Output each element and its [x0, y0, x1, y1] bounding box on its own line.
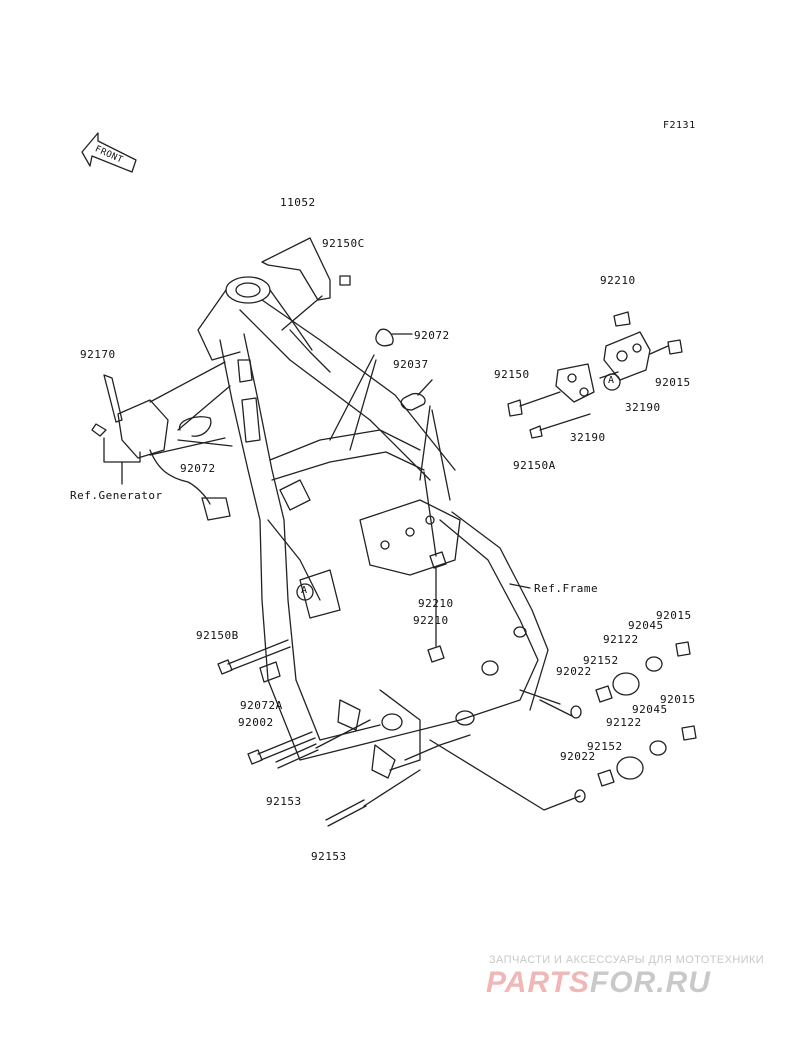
part-label-92210-low: 92210 [413, 614, 449, 627]
part-label-92072-left: 92072 [180, 462, 216, 475]
bush-92122-upper [612, 672, 640, 696]
cdi-unit [117, 399, 169, 459]
watermark-tagline: ЗАПЧАСТИ И АКСЕССУАРЫ ДЛЯ МОТОТЕХНИКИ [489, 954, 765, 966]
band-92072-top [375, 328, 394, 347]
nut-92210-upper [429, 551, 447, 569]
collar-92152-upper [595, 685, 613, 703]
part-label-92022-a: 92022 [556, 665, 592, 678]
part-label-32190-right: 32190 [625, 401, 661, 414]
part-label-92072-top: 92072 [414, 329, 450, 342]
nut-92015-lower [681, 725, 697, 741]
ref-generator-label: Ref.Generator [70, 489, 163, 502]
part-label-32190-left: 32190 [570, 431, 606, 444]
strap-92170 [103, 374, 123, 423]
bolt-92153-upper [275, 743, 319, 769]
figure-code: F2131 [663, 120, 696, 131]
part-label-92150: 92150 [494, 368, 530, 381]
clamp-92037 [400, 392, 426, 411]
callout-a-right [603, 373, 621, 391]
watermark-logo-for: FOR.RU [589, 966, 711, 999]
connector [201, 497, 231, 521]
collar-92072A [259, 661, 281, 683]
part-label-92210-top: 92210 [600, 274, 636, 287]
nut-92015-upper [675, 641, 691, 657]
bolt-92002 [247, 731, 316, 765]
ref-frame-label: Ref.Frame [534, 582, 599, 595]
band-92072-left [179, 416, 212, 437]
part-label-92122-a: 92122 [603, 633, 639, 646]
bearing-92045-upper [645, 656, 663, 672]
bolt-92153-lower [325, 799, 367, 827]
part-label-92170: 92170 [80, 348, 116, 361]
watermark-logo-parts: PARTS [486, 966, 590, 999]
part-label-92045-a: 92045 [628, 619, 664, 632]
part-label-92150A: 92150A [513, 459, 556, 472]
callout-a-left [296, 583, 314, 601]
part-label-92150C: 92150C [322, 237, 365, 250]
bush-92122-lower [616, 756, 644, 780]
part-label-92002: 92002 [238, 716, 274, 729]
callout-a-left-label: A [301, 585, 308, 596]
bearing-92045-lower [649, 740, 667, 756]
part-label-92015-b: 92015 [660, 693, 696, 706]
part-label-92122-b: 92122 [606, 716, 642, 729]
washer-92022-lower [574, 789, 586, 803]
washer-92022-upper [570, 705, 582, 719]
watermark-logo: PARTSFOR.RU [486, 966, 711, 1000]
part-label-92152-a: 92152 [583, 654, 619, 667]
bolt-92150C [339, 275, 351, 286]
bracket-32190-upper [603, 331, 651, 381]
nut-92210-lower [427, 645, 445, 663]
part-label-92210-mid: 92210 [418, 597, 454, 610]
bolt-92150B [217, 639, 291, 675]
part-label-92022-b: 92022 [560, 750, 596, 763]
front-direction-arrow-icon [81, 132, 137, 173]
bracket-11052 [261, 237, 331, 301]
bracket-32190-lower [555, 363, 595, 403]
part-label-92015-top: 92015 [655, 376, 691, 389]
frame-drawing [197, 276, 549, 779]
callout-a-right-label: A [608, 375, 615, 386]
collar-92152-lower [597, 769, 615, 787]
part-label-92037: 92037 [393, 358, 429, 371]
part-label-11052: 11052 [280, 196, 316, 209]
part-label-92045-b: 92045 [632, 703, 668, 716]
part-label-92152-b: 92152 [587, 740, 623, 753]
part-label-92153-upper: 92153 [266, 795, 302, 808]
part-label-92153-lower: 92153 [311, 850, 347, 863]
part-label-92072A: 92072A [240, 699, 283, 712]
part-label-92150B: 92150B [196, 629, 239, 642]
part-label-92015-a: 92015 [656, 609, 692, 622]
